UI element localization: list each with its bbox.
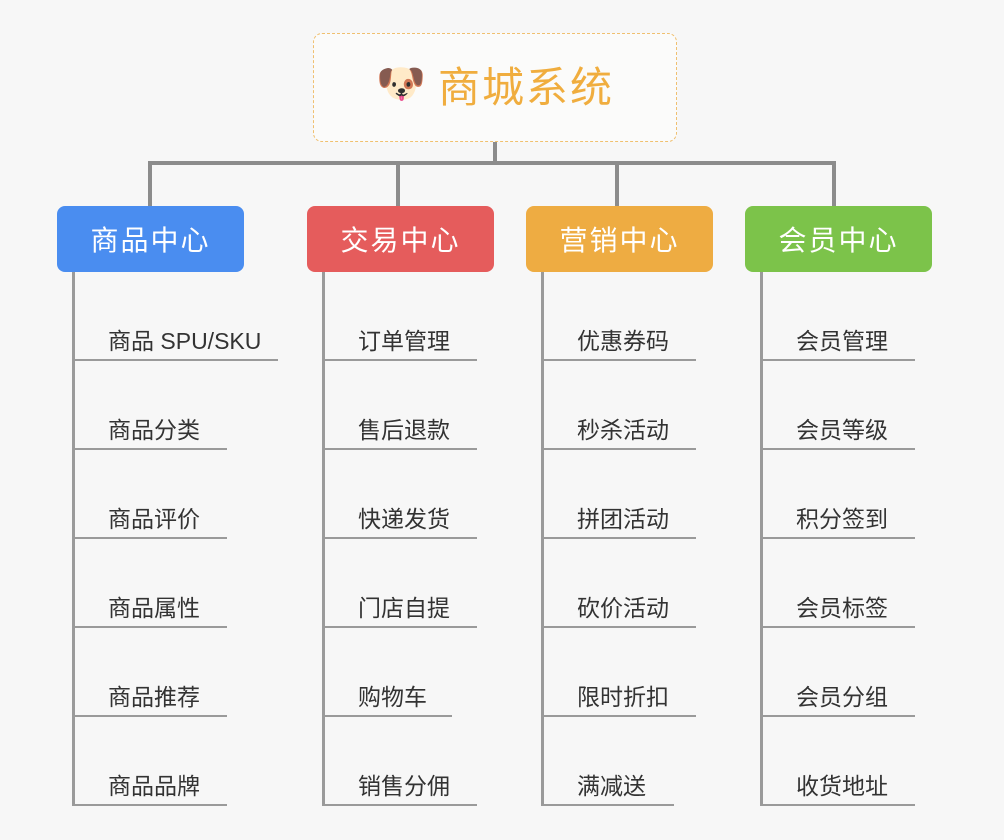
leaf-label: 商品属性 [108,594,200,621]
leaf-underline [763,359,915,361]
leaf-label: 收货地址 [796,772,888,799]
leaf-label: 购物车 [358,683,427,710]
leaf-item[interactable]: 砍价活动 [544,539,713,628]
leaf-label: 商品品牌 [108,772,200,799]
leaf-underline [544,626,696,628]
leaf-label: 会员管理 [796,327,888,354]
connector-root-stem [493,142,497,163]
leaf-item[interactable]: 购物车 [325,628,494,717]
category-header-label: 会员中心 [778,225,899,256]
category-column-member-center: 会员中心会员管理会员等级积分签到会员标签会员分组收货地址 [745,206,932,806]
leaf-item[interactable]: 优惠券码 [544,272,713,361]
leaf-underline [75,715,227,717]
category-column-marketing-center: 营销中心优惠券码秒杀活动拼团活动砍价活动限时折扣满减送 [526,206,713,806]
category-header-product-center[interactable]: 商品中心 [57,206,244,272]
leaf-underline [75,359,278,361]
category-column-trade-center: 交易中心订单管理售后退款快递发货门店自提购物车销售分佣 [307,206,494,806]
leaf-item[interactable]: 会员标签 [763,539,932,628]
leaf-item[interactable]: 门店自提 [325,539,494,628]
leaf-label: 满减送 [577,772,646,799]
leaf-item[interactable]: 收货地址 [763,717,932,806]
leaf-label: 门店自提 [358,594,450,621]
root-title: 商城系统 [437,63,614,111]
leaf-item[interactable]: 积分签到 [763,450,932,539]
leaf-label: 售后退款 [358,416,450,443]
connector-drop-4 [832,161,836,206]
leaf-underline [544,359,696,361]
leaf-underline [75,448,227,450]
leaf-underline [763,715,915,717]
leaf-label: 商品评价 [108,505,200,532]
leaf-label: 会员标签 [796,594,888,621]
leaf-underline [325,804,477,806]
leaf-list-product-center: 商品 SPU/SKU 商品分类商品评价商品属性商品推荐商品品牌 [72,272,278,806]
leaf-underline [325,715,452,717]
leaf-underline [544,715,696,717]
leaf-label: 销售分佣 [358,772,450,799]
root-node[interactable]: 🐶 商城系统 [313,33,677,142]
leaf-underline [763,448,915,450]
connector-drop-1 [148,161,152,206]
leaf-item[interactable]: 秒杀活动 [544,361,713,450]
leaf-label: 积分签到 [796,505,888,532]
leaf-item[interactable]: 会员分组 [763,628,932,717]
leaf-underline [763,626,915,628]
leaf-underline [325,537,477,539]
leaf-label: 会员等级 [796,416,888,443]
leaf-list-trade-center: 订单管理售后退款快递发货门店自提购物车销售分佣 [322,272,494,806]
leaf-label: 商品 SPU/SKU [108,327,262,354]
leaf-item[interactable]: 商品推荐 [75,628,244,717]
leaf-underline [544,537,696,539]
leaf-item[interactable]: 商品属性 [75,539,244,628]
category-header-member-center[interactable]: 会员中心 [745,206,932,272]
leaf-underline [75,626,227,628]
leaf-item[interactable]: 商品 SPU/SKU [75,272,278,361]
leaf-underline [325,448,477,450]
leaf-label: 会员分组 [796,683,888,710]
leaf-label: 拼团活动 [577,505,669,532]
leaf-item[interactable]: 售后退款 [325,361,494,450]
leaf-item[interactable]: 拼团活动 [544,450,713,539]
leaf-item[interactable]: 销售分佣 [325,717,494,806]
leaf-item[interactable]: 限时折扣 [544,628,713,717]
leaf-label: 优惠券码 [577,327,669,354]
category-header-label: 商品中心 [90,225,211,256]
leaf-label: 商品推荐 [108,683,200,710]
leaf-item[interactable]: 商品品牌 [75,717,244,806]
category-header-label: 交易中心 [340,225,461,256]
shiba-dog-emoji: 🐶 [375,61,426,106]
category-header-label: 营销中心 [559,225,680,256]
category-header-marketing-center[interactable]: 营销中心 [526,206,713,272]
connector-drop-2 [396,161,400,206]
leaf-label: 商品分类 [108,416,200,443]
leaf-underline [75,537,227,539]
leaf-underline [544,448,696,450]
category-header-trade-center[interactable]: 交易中心 [307,206,494,272]
leaf-underline [544,804,674,806]
connector-drop-3 [615,161,619,206]
leaf-item[interactable]: 快递发货 [325,450,494,539]
leaf-item[interactable]: 订单管理 [325,272,494,361]
leaf-label: 订单管理 [358,327,450,354]
connector-horizontal-bar [148,161,836,165]
leaf-item[interactable]: 会员等级 [763,361,932,450]
leaf-underline [763,537,915,539]
leaf-item[interactable]: 满减送 [544,717,713,806]
leaf-item[interactable]: 商品评价 [75,450,244,539]
leaf-item[interactable]: 商品分类 [75,361,244,450]
leaf-list-marketing-center: 优惠券码秒杀活动拼团活动砍价活动限时折扣满减送 [541,272,713,806]
leaf-underline [325,626,477,628]
leaf-label: 秒杀活动 [577,416,669,443]
leaf-underline [75,804,227,806]
leaf-item[interactable]: 会员管理 [763,272,932,361]
category-column-product-center: 商品中心商品 SPU/SKU 商品分类商品评价商品属性商品推荐商品品牌 [57,206,278,806]
leaf-list-member-center: 会员管理会员等级积分签到会员标签会员分组收货地址 [760,272,932,806]
leaf-underline [325,359,477,361]
leaf-underline [763,804,915,806]
leaf-label: 限时折扣 [577,683,669,710]
leaf-label: 快递发货 [358,505,450,532]
leaf-label: 砍价活动 [577,594,669,621]
